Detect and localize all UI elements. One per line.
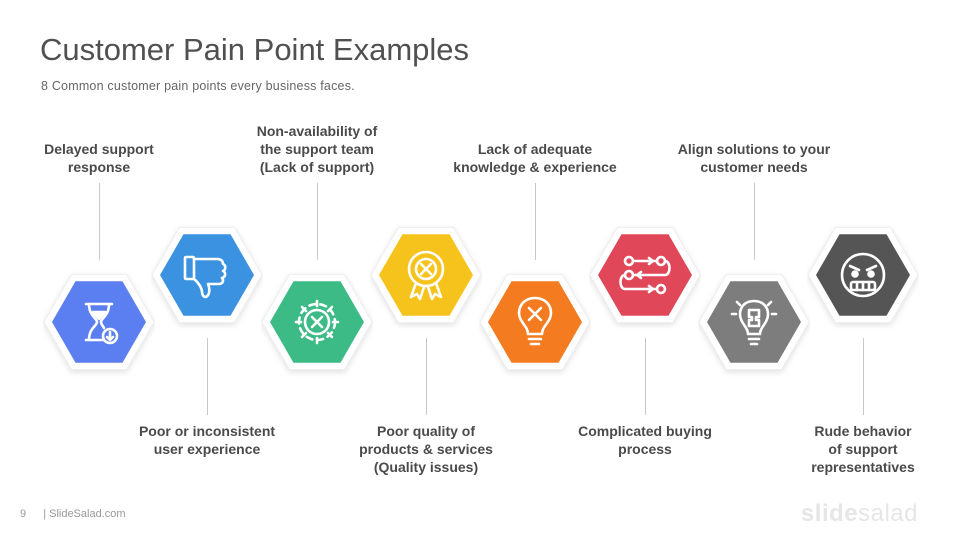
hourglass-icon [84, 302, 119, 345]
pain-point-hexagon-7 [698, 266, 810, 378]
slide-subtitle: 8 Common customer pain points every busi… [41, 79, 355, 93]
connector-line-4 [426, 338, 427, 415]
gear-x-icon [294, 299, 340, 345]
pain-point-hexagon-5 [479, 266, 591, 378]
pain-point-hexagon-3 [261, 266, 373, 378]
pain-point-hexagon-2 [151, 219, 263, 331]
footer-source: | SlideSalad.com [43, 508, 126, 520]
lightbulb-puzzle-icon [730, 299, 778, 346]
slidesalad-logo: slidesalad [800, 500, 918, 527]
badge-x-icon [407, 250, 445, 301]
connector-line-7 [754, 183, 755, 260]
connector-line-2 [207, 338, 208, 415]
connector-line-3 [317, 183, 318, 260]
slide-title: Customer Pain Point Examples [40, 32, 470, 67]
connector-line-6 [645, 338, 646, 415]
pain-point-hexagon-4 [370, 219, 482, 331]
pain-point-hexagon-1 [43, 266, 155, 378]
angry-face-icon [840, 252, 886, 298]
pain-point-hexagon-6 [589, 219, 701, 331]
connector-line-8 [863, 338, 864, 415]
connector-line-5 [535, 183, 536, 260]
lightbulb-x-icon [517, 296, 553, 346]
thumbs-down-icon [183, 255, 227, 299]
connector-line-1 [99, 183, 100, 260]
process-flow-icon [619, 255, 671, 295]
footer: 9 | SlideSalad.com [20, 508, 126, 520]
pain-point-hexagon-8 [807, 219, 919, 331]
page-number: 9 [20, 508, 27, 520]
